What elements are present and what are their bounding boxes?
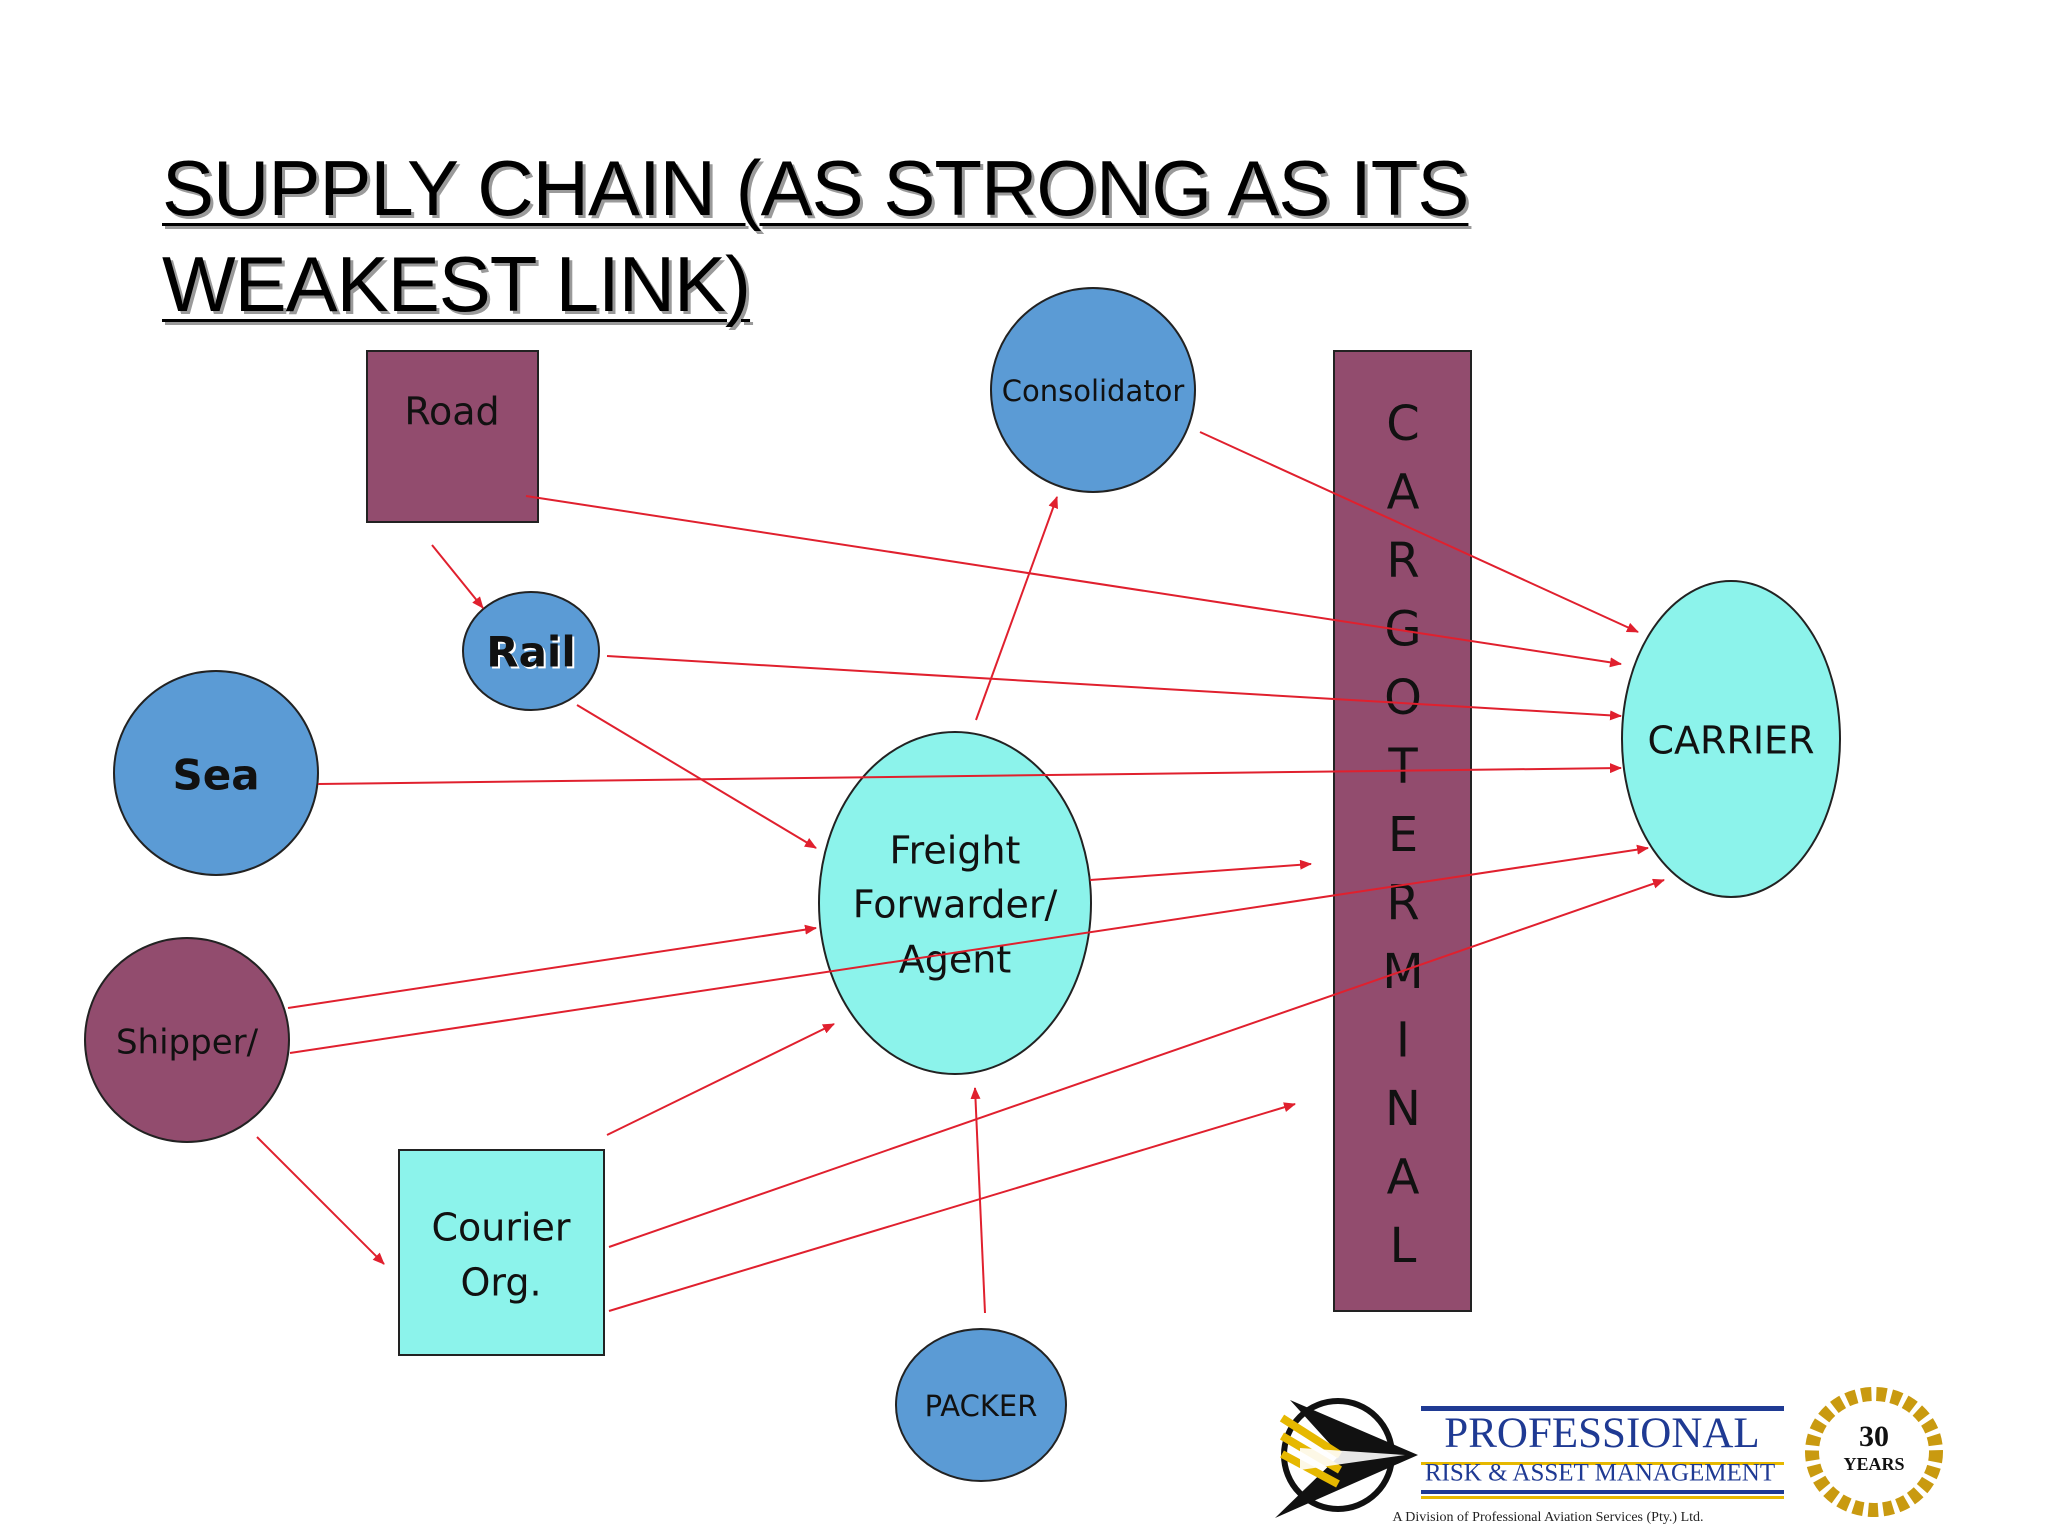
cargo-terminal-letter: N bbox=[1385, 1081, 1421, 1137]
consolidator-label: Consolidator bbox=[1002, 374, 1185, 408]
cargo-terminal-letter: C bbox=[1386, 396, 1420, 452]
cargo-terminal-letter: O bbox=[1384, 670, 1422, 726]
compass-logo-icon bbox=[1275, 1398, 1418, 1518]
page-title: SUPPLY CHAIN (AS STRONG AS ITS WEAKEST L… bbox=[162, 140, 1662, 332]
arrow-courier-to-freight bbox=[606, 1023, 835, 1136]
arrow-consolidator-to-carrier bbox=[1199, 431, 1639, 633]
badge-number: 30 bbox=[1859, 1420, 1889, 1453]
cargo-terminal-letter: A bbox=[1387, 1150, 1420, 1206]
logo-subtitle: RISK & ASSET MANAGEMENT bbox=[1425, 1460, 1775, 1487]
freight-label-line-1: Freight bbox=[890, 829, 1021, 873]
cargo-terminal-letter: M bbox=[1382, 944, 1423, 1000]
cargo-terminal-letter: A bbox=[1387, 465, 1420, 521]
logo-company-name: PROFESSIONAL bbox=[1444, 1410, 1759, 1457]
packer-label: PACKER bbox=[925, 1389, 1038, 1423]
arrow-freight-to-terminal bbox=[1089, 859, 1312, 881]
courier-node: Courier Org. bbox=[398, 1149, 605, 1356]
cargo-terminal-letter: R bbox=[1386, 533, 1419, 589]
freight-label-line-3: Agent bbox=[899, 938, 1011, 982]
road-label: Road bbox=[404, 390, 499, 434]
packer-node: PACKER bbox=[895, 1328, 1067, 1482]
courier-label-line-2: Org. bbox=[460, 1261, 541, 1305]
arrow-sea-to-carrier bbox=[317, 763, 1622, 785]
consolidator-node: Consolidator bbox=[990, 287, 1196, 493]
thirty-years-badge-icon: 30 YEARS bbox=[1805, 1387, 1943, 1517]
arrow-road-to-rail bbox=[431, 544, 484, 609]
arrow-road-to-carrier bbox=[525, 495, 1622, 668]
arrow-shipper-to-carrier bbox=[289, 844, 1649, 1054]
arrow-courier-to-carrier bbox=[608, 878, 1665, 1248]
arrow-rail-to-freight bbox=[576, 704, 817, 849]
arrows bbox=[256, 431, 1665, 1314]
courier-label-line-1: Courier bbox=[431, 1206, 570, 1250]
road-node: Road bbox=[366, 350, 539, 523]
cargo-terminal-letter: E bbox=[1388, 807, 1418, 863]
logo-division-text: A Division of Professional Aviation Serv… bbox=[1392, 1510, 1703, 1525]
carrier-node: CARRIER bbox=[1621, 580, 1841, 898]
sea-node: Sea bbox=[113, 670, 319, 876]
cargo-terminal-letter: T bbox=[1387, 739, 1418, 795]
shipper-node: Shipper/ bbox=[84, 937, 290, 1143]
arrow-shipper-to-freight bbox=[287, 924, 817, 1009]
freight-forwarder-node: Freight Forwarder/ Agent bbox=[818, 731, 1092, 1075]
shipper-label: Shipper/ bbox=[116, 1023, 259, 1063]
cargo-terminal-letter: L bbox=[1390, 1218, 1417, 1274]
cargo-terminal-letter: I bbox=[1396, 1013, 1410, 1069]
title-line-1: SUPPLY CHAIN (AS STRONG AS ITS bbox=[162, 144, 1469, 232]
freight-label-line-2: Forwarder/ bbox=[853, 883, 1058, 927]
carrier-label: CARRIER bbox=[1648, 719, 1815, 763]
title-line-2: WEAKEST LINK) bbox=[162, 240, 751, 328]
rail-label: Rail bbox=[486, 628, 575, 677]
arrow-rail-to-carrier bbox=[606, 655, 1622, 721]
arrow-shipper-to-courier bbox=[256, 1136, 385, 1265]
arrow-courier-to-terminal bbox=[608, 1102, 1296, 1312]
company-logo: PROFESSIONAL RISK & ASSET MANAGEMENT A D… bbox=[1275, 1387, 1943, 1525]
arrow-packer-to-freight bbox=[970, 1087, 986, 1314]
rail-node: Rail bbox=[462, 591, 600, 711]
badge-word: YEARS bbox=[1843, 1454, 1904, 1474]
sea-label: Sea bbox=[172, 751, 259, 800]
arrow-freight-to-consolidator bbox=[975, 496, 1058, 721]
